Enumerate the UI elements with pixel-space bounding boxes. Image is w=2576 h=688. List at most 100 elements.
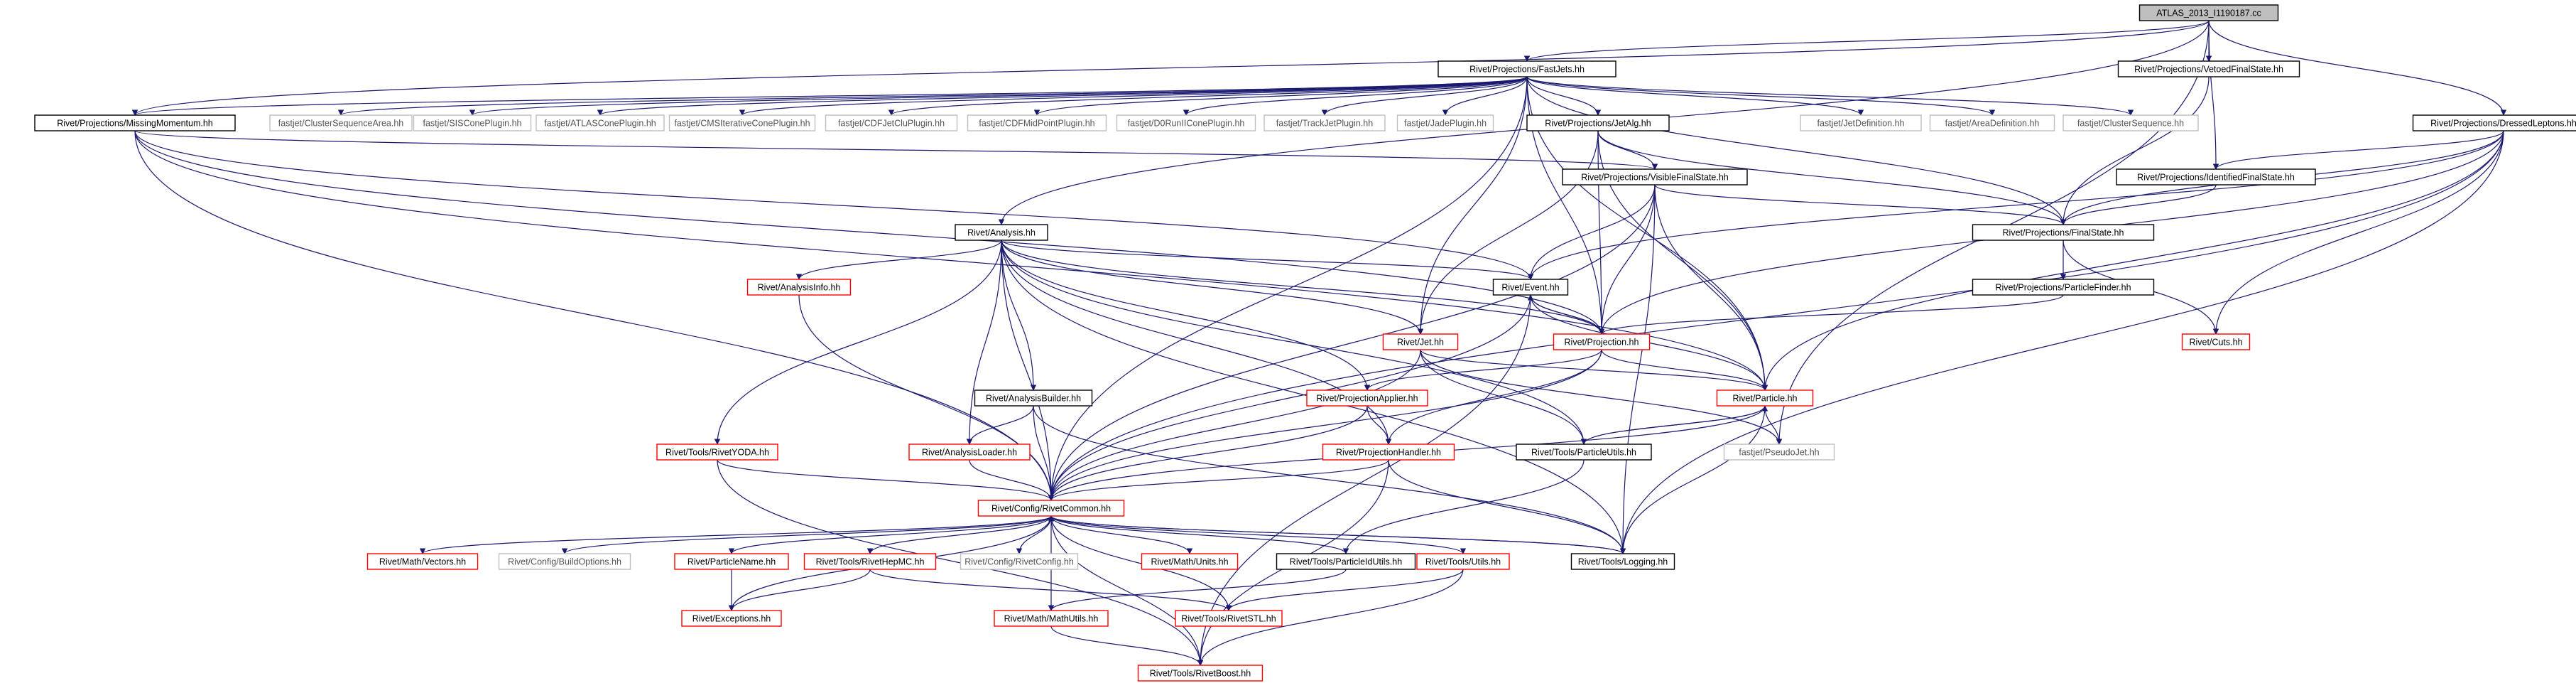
node-analysisbuilder[interactable]: Rivet/AnalysisBuilder.hh <box>974 389 1093 407</box>
edge-root-to-fastjets <box>1524 20 2210 62</box>
node-clusterseq[interactable]: fastjet/ClusterSequence.hh <box>2063 114 2199 131</box>
node-cdfmid[interactable]: fastjet/CDFMidPointPlugin.hh <box>967 114 1107 131</box>
node-rivetcommon[interactable]: Rivet/Config/RivetCommon.hh <box>977 500 1125 517</box>
node-rivetconfig[interactable]: Rivet/Config/RivetConfig.hh <box>960 553 1079 570</box>
node-projapplier-box <box>1306 389 1428 407</box>
node-particleutils[interactable]: Rivet/Tools/ParticleUtils.hh <box>1516 444 1652 461</box>
node-particle-label: Rivet/Particle.hh <box>1732 394 1797 404</box>
node-cmscone[interactable]: fastjet/CMSIterativeConePlugin.hh <box>668 114 816 131</box>
edge-projapplier-to-projhandler <box>1366 405 1392 445</box>
edge-dressed-to-cuts <box>2212 130 2504 335</box>
node-csa[interactable]: fastjet/ClusterSequenceArea.hh <box>269 114 413 131</box>
node-rivetstl[interactable]: Rivet/Tools/RivetSTL.hh <box>1175 610 1283 627</box>
node-visiblefs[interactable]: Rivet/Projections/VisibleFinalState.hh <box>1562 168 1748 186</box>
node-particlefinder-box <box>1972 279 2155 296</box>
node-particle[interactable]: Rivet/Particle.hh <box>1716 389 1814 407</box>
edge-fastjets-to-trackjet <box>1321 76 1528 116</box>
node-cdfmid-box <box>967 114 1107 131</box>
node-vetoedfs[interactable]: Rivet/Projections/VetoedFinalState.hh <box>2117 60 2300 77</box>
node-analysisloader[interactable]: Rivet/AnalysisLoader.hh <box>908 444 1031 461</box>
edge-visiblefs-to-event <box>1527 184 1656 280</box>
node-rivetyoda[interactable]: Rivet/Tools/RivetYODA.hh <box>656 444 778 461</box>
edge-fastjets-to-cdfjetclu <box>888 76 1528 116</box>
node-vectors[interactable]: Rivet/Math/Vectors.hh <box>366 553 479 570</box>
edge-analysisloader-to-rivetcommon <box>969 459 1055 501</box>
node-particlefinder[interactable]: Rivet/Projections/ParticleFinder.hh <box>1972 279 2155 296</box>
edge-rivetcommon-to-mathunits <box>1050 515 1193 554</box>
node-analysis[interactable]: Rivet/Analysis.hh <box>955 224 1048 241</box>
node-cdfjetclu[interactable]: fastjet/CDFJetCluPlugin.hh <box>825 114 958 131</box>
node-dressed[interactable]: Rivet/Projections/DressedLeptons.hh <box>2412 114 2576 131</box>
node-projection[interactable]: Rivet/Projection.hh <box>1553 333 1651 350</box>
node-cuts[interactable]: Rivet/Cuts.hh <box>2181 333 2251 350</box>
node-missmom[interactable]: Rivet/Projections/MissingMomentum.hh <box>34 114 236 131</box>
node-utils[interactable]: Rivet/Tools/Utils.hh <box>1416 553 1510 570</box>
node-d0run-label: fastjet/D0RunIIConePlugin.hh <box>1128 119 1245 129</box>
node-missmom-box <box>34 114 236 131</box>
edge-fastjets-to-jade <box>1442 76 1528 116</box>
node-mathutils-box <box>994 610 1109 627</box>
node-projapplier[interactable]: Rivet/ProjectionApplier.hh <box>1306 389 1428 407</box>
node-d0run[interactable]: fastjet/D0RunIIConePlugin.hh <box>1116 114 1256 131</box>
node-analysisinfo-label: Rivet/AnalysisInfo.hh <box>758 283 841 293</box>
node-identfs[interactable]: Rivet/Projections/IdentifiedFinalState.h… <box>2116 168 2316 186</box>
node-rivetconfig-box <box>960 553 1079 570</box>
edge-fastjets-to-cmscone <box>739 76 1528 116</box>
node-analysisinfo[interactable]: Rivet/AnalysisInfo.hh <box>746 279 852 296</box>
node-particlename[interactable]: Rivet/ParticleName.hh <box>674 553 789 570</box>
edge-missmom-to-projection <box>134 130 1605 335</box>
edge-missmom-to-rivetcommon <box>134 130 1055 501</box>
node-jetdef-box <box>1800 114 1922 131</box>
node-cmscone-box <box>668 114 816 131</box>
node-rivetboost[interactable]: Rivet/Tools/RivetBoost.hh <box>1137 665 1263 682</box>
node-mathutils[interactable]: Rivet/Math/MathUtils.hh <box>994 610 1109 627</box>
node-particle-box <box>1716 389 1814 407</box>
node-fastjets[interactable]: Rivet/Projections/FastJets.hh <box>1438 60 1616 77</box>
node-utils-box <box>1416 553 1510 570</box>
edge-analysis-to-projhandler <box>1001 240 1392 445</box>
node-jet-box <box>1382 333 1459 350</box>
node-finalstate[interactable]: Rivet/Projections/FinalState.hh <box>1972 224 2155 241</box>
node-analysis-box <box>955 224 1048 241</box>
node-exceptions[interactable]: Rivet/Exceptions.hh <box>681 610 782 627</box>
node-mathunits[interactable]: Rivet/Math/Units.hh <box>1141 553 1239 570</box>
node-root[interactable]: ATLAS_2013_I1190187.cc <box>2138 4 2279 21</box>
node-areadef-label: fastjet/AreaDefinition.hh <box>1945 119 2040 129</box>
node-areadef[interactable]: fastjet/AreaDefinition.hh <box>1929 114 2055 131</box>
node-jade[interactable]: fastjet/JadePlugin.hh <box>1396 114 1494 131</box>
edge-rivetcommon-to-utils <box>1050 515 1467 554</box>
node-trackjet[interactable]: fastjet/TrackJetPlugin.hh <box>1263 114 1386 131</box>
node-buildopts[interactable]: Rivet/Config/BuildOptions.hh <box>498 553 631 570</box>
node-jet[interactable]: Rivet/Jet.hh <box>1382 333 1459 350</box>
node-jetalg[interactable]: Rivet/Projections/JetAlg.hh <box>1526 114 1670 131</box>
node-event[interactable]: Rivet/Event.hh <box>1492 279 1569 296</box>
edge-projection-to-projapplier <box>1364 349 1602 391</box>
node-cdfjetclu-box <box>825 114 958 131</box>
node-atlascone[interactable]: fastjet/ATLASConePlugin.hh <box>536 114 665 131</box>
node-jetdef[interactable]: fastjet/JetDefinition.hh <box>1800 114 1922 131</box>
node-pseudojet[interactable]: fastjet/PseudoJet.hh <box>1723 444 1835 461</box>
node-csa-box <box>269 114 413 131</box>
node-particleidutils[interactable]: Rivet/Tools/ParticleIdUtils.hh <box>1276 553 1416 570</box>
edge-projection-to-rivetcommon <box>1048 349 1602 501</box>
node-visiblefs-box <box>1562 168 1748 186</box>
edge-analysis-to-event <box>1001 240 1533 280</box>
node-projection-box <box>1553 333 1651 350</box>
node-rivethepmc[interactable]: Rivet/Tools/RivetHepMC.hh <box>803 553 937 570</box>
node-logging[interactable]: Rivet/Tools/Logging.hh <box>1570 553 1675 570</box>
node-projection-label: Rivet/Projection.hh <box>1565 338 1639 348</box>
node-particleidutils-box <box>1276 553 1416 570</box>
node-projhandler[interactable]: Rivet/ProjectionHandler.hh <box>1322 444 1455 461</box>
node-pseudojet-box <box>1723 444 1835 461</box>
node-analysisloader-box <box>908 444 1031 461</box>
node-rivetyoda-label: Rivet/Tools/RivetYODA.hh <box>665 448 769 458</box>
node-cmscone-label: fastjet/CMSIterativeConePlugin.hh <box>674 119 810 129</box>
node-finalstate-box <box>1972 224 2155 241</box>
edge-rivethepmc-to-exceptions <box>728 569 871 611</box>
edge-jetalg-to-finalstate <box>1597 130 2067 225</box>
node-vectors-label: Rivet/Math/Vectors.hh <box>379 557 466 567</box>
node-event-box <box>1492 279 1569 296</box>
edge-fastjets-to-clusterseq <box>1526 76 2134 116</box>
edge-fastjets-to-jet <box>1417 76 1528 335</box>
node-siscone[interactable]: fastjet/SISConePlugin.hh <box>413 114 532 131</box>
